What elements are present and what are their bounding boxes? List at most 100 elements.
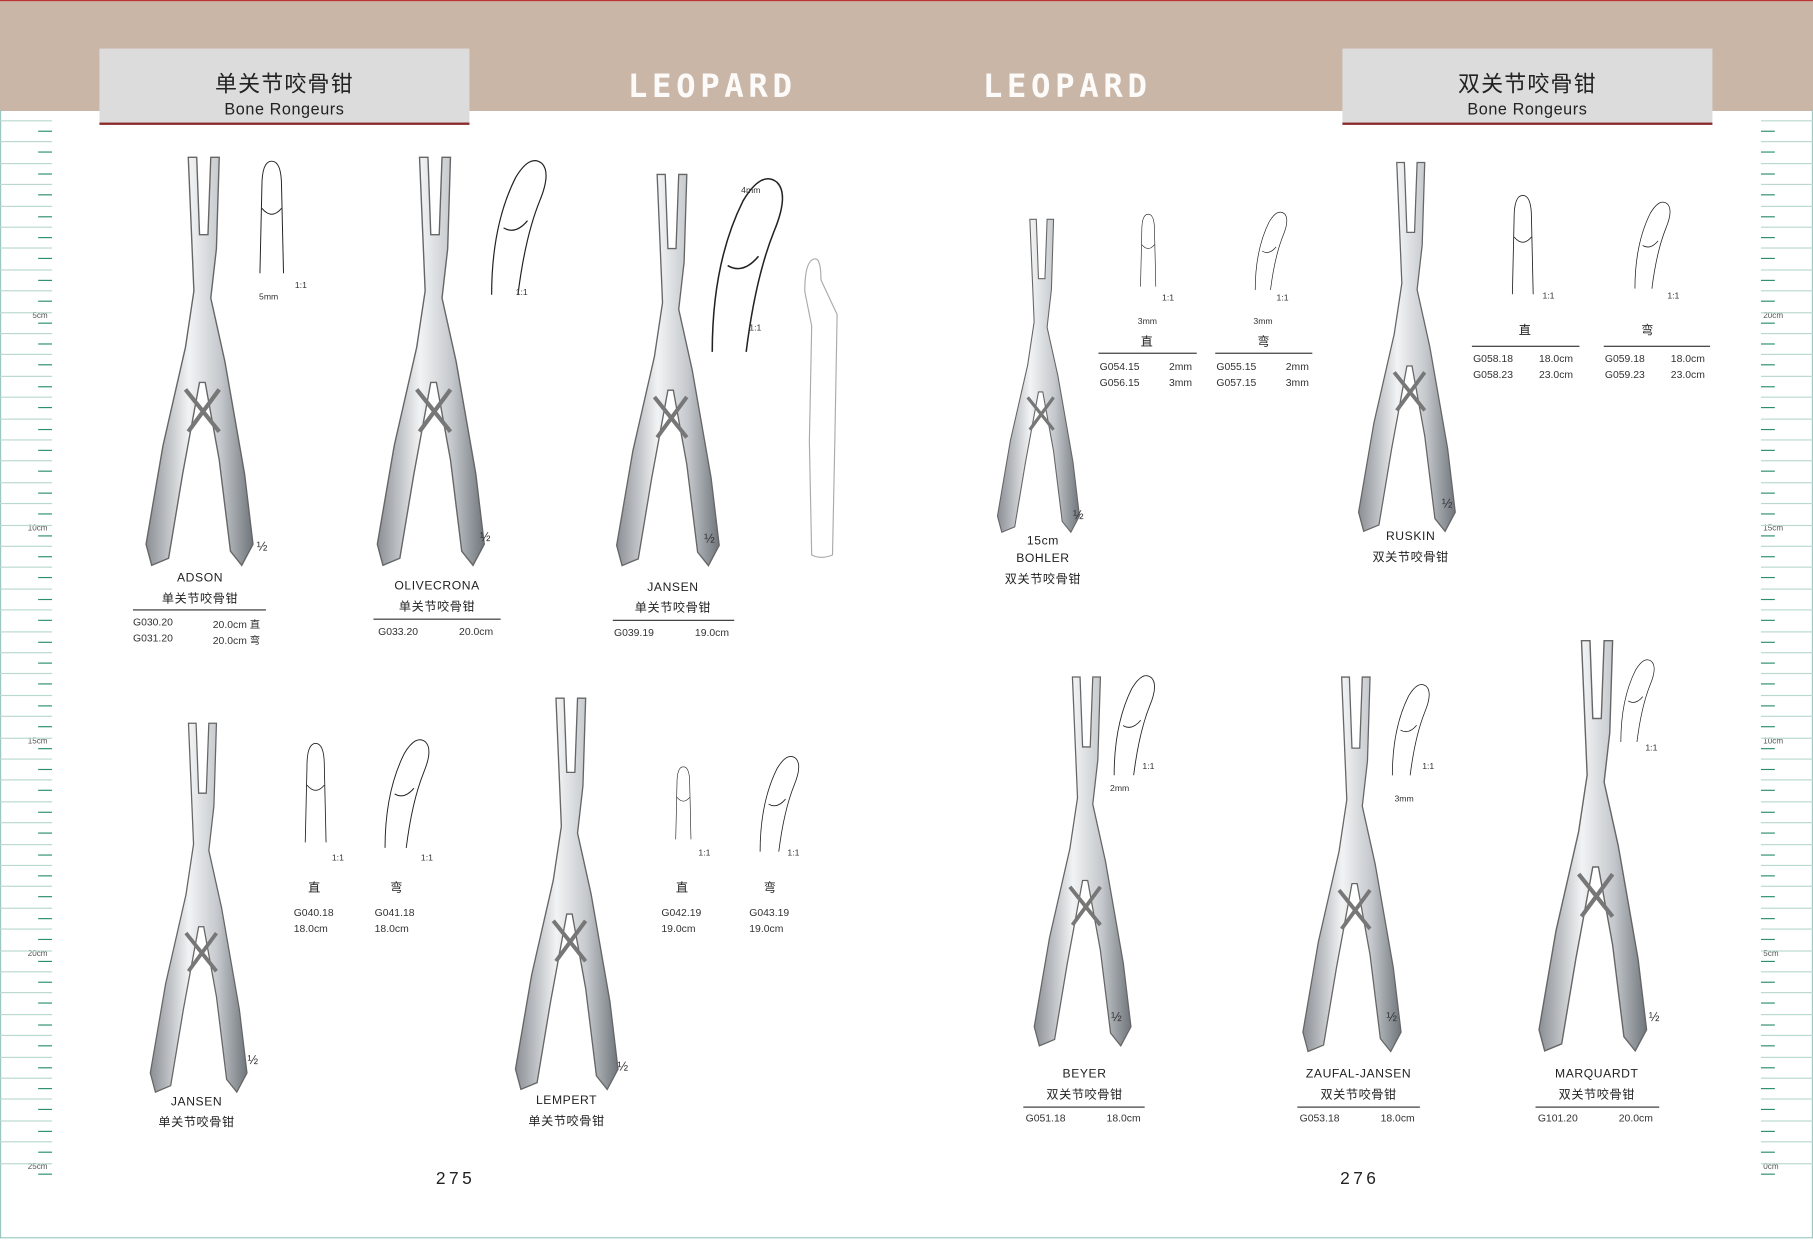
ruler-line — [1760, 1056, 1813, 1058]
ruler-line — [0, 949, 53, 952]
left-title-box: 单关节咬骨钳 Bone Rongeurs — [99, 48, 470, 125]
ruler-tick — [1760, 1002, 1775, 1005]
product-type: 双关节咬骨钳 — [1046, 1088, 1123, 1102]
ruler-line — [0, 1098, 53, 1101]
length: 18.0cm — [1538, 352, 1574, 365]
length: 18.0cm — [374, 922, 409, 935]
ruler-line — [1760, 1013, 1813, 1015]
ruler-tick — [38, 173, 53, 175]
divider — [612, 619, 735, 621]
ruler-tick — [1760, 577, 1775, 579]
ruler-line — [1760, 801, 1813, 803]
ruler-tick — [38, 790, 53, 792]
ruler-line — [0, 524, 53, 526]
ruler-tick — [1760, 598, 1775, 600]
catalog-number: G059.18 — [1604, 352, 1645, 365]
ruler-tick — [1760, 534, 1775, 537]
ruler-line — [1760, 205, 1813, 207]
tip-width: 3mm — [1285, 376, 1309, 389]
product-length: 15cm — [1026, 534, 1059, 549]
ruler-line — [1760, 928, 1813, 930]
ruler-tick — [38, 917, 53, 919]
ruler-tick — [38, 896, 53, 898]
ruler-tick — [38, 279, 53, 281]
ruler-line — [1760, 673, 1813, 675]
scale-label: 1:1 — [1667, 290, 1680, 301]
catalog-number: G058.23 — [1473, 368, 1513, 381]
ruler-tick — [38, 407, 53, 409]
ruler-line — [0, 1056, 53, 1058]
ruler-line — [0, 290, 53, 292]
ruler-tick — [1760, 279, 1775, 281]
ruler-line — [0, 418, 53, 420]
ruler-label: 5cm — [1763, 950, 1779, 959]
ruler-line — [0, 354, 53, 356]
ruler-line — [0, 1141, 53, 1143]
tip-width: 2mm — [1168, 360, 1193, 373]
curved-label: 弯 — [1257, 335, 1271, 350]
ruler-line — [0, 801, 53, 803]
ruler-line — [0, 822, 53, 824]
ruler-line — [0, 333, 53, 335]
catalog-number: G042.19 — [661, 906, 702, 919]
straight-label: 直 — [1518, 323, 1532, 338]
catalog-number: G051.18 — [1025, 1112, 1066, 1124]
scale-label: 1:1 — [1162, 292, 1175, 303]
length: 19.0cm — [749, 922, 784, 935]
divider — [373, 618, 501, 620]
catalog-number: G055.15 — [1216, 360, 1257, 373]
ruler-tick — [1760, 513, 1775, 515]
ruler-tick — [1760, 364, 1775, 366]
ruler-tick — [38, 534, 53, 537]
ruler-line — [0, 971, 53, 973]
catalog-number: G057.15 — [1216, 376, 1257, 389]
ruler-tick — [38, 853, 53, 856]
ruler-tick — [38, 1130, 53, 1132]
half-scale: ½ — [1386, 1010, 1397, 1025]
ruler-line — [1760, 715, 1813, 718]
ruler-line — [1760, 630, 1813, 632]
ruler-line — [0, 652, 53, 654]
right-title-box: 双关节咬骨钳 Bone Rongeurs — [1342, 48, 1713, 125]
ruler-line — [1760, 460, 1813, 462]
ruler-label: 5cm — [32, 312, 48, 321]
half-scale: ½ — [617, 1060, 629, 1075]
ruler-line — [1760, 779, 1813, 781]
product-type: 双关节咬骨钳 — [1004, 572, 1082, 587]
ruler-line — [1760, 694, 1813, 696]
scale-label: 1:1 — [515, 286, 528, 298]
ruler-tick — [1760, 428, 1775, 430]
bohler-rongeur-image — [995, 217, 1082, 535]
ruler-tick — [1760, 1045, 1775, 1047]
divider — [1098, 352, 1197, 354]
ruler-line — [0, 503, 53, 505]
catalog-number: G031.20 — [132, 632, 173, 645]
length: 20.0cm — [459, 625, 494, 638]
ruler-line — [0, 205, 53, 207]
ruler-tick — [38, 364, 53, 366]
curved-tip-drawing — [759, 755, 800, 853]
ruler-line — [1760, 992, 1813, 994]
ruler-line — [1760, 1035, 1813, 1037]
ruler-line — [1760, 886, 1813, 888]
ruler-tick — [38, 1066, 53, 1068]
ruler-line — [0, 545, 53, 547]
ruler-tick — [38, 960, 53, 962]
ruler-line — [0, 120, 53, 122]
ruler-line — [0, 1120, 53, 1122]
ruler-tick — [1760, 641, 1775, 643]
ruler-line — [1760, 907, 1813, 909]
divider — [1471, 345, 1580, 347]
curved-tip-drawing — [1113, 675, 1156, 776]
straight-tip-drawing — [1511, 194, 1534, 295]
ruler-tick — [38, 875, 53, 877]
half-scale: ½ — [1073, 508, 1084, 523]
length: 18.0cm — [1380, 1112, 1415, 1124]
ruler-tick — [38, 237, 53, 239]
ruler-line — [0, 609, 53, 611]
scale-label: 1:1 — [698, 847, 711, 858]
ruler-line — [0, 758, 53, 760]
ruler-tick — [1760, 619, 1775, 622]
ruler-tick — [38, 1002, 53, 1005]
half-scale: ½ — [479, 530, 491, 545]
